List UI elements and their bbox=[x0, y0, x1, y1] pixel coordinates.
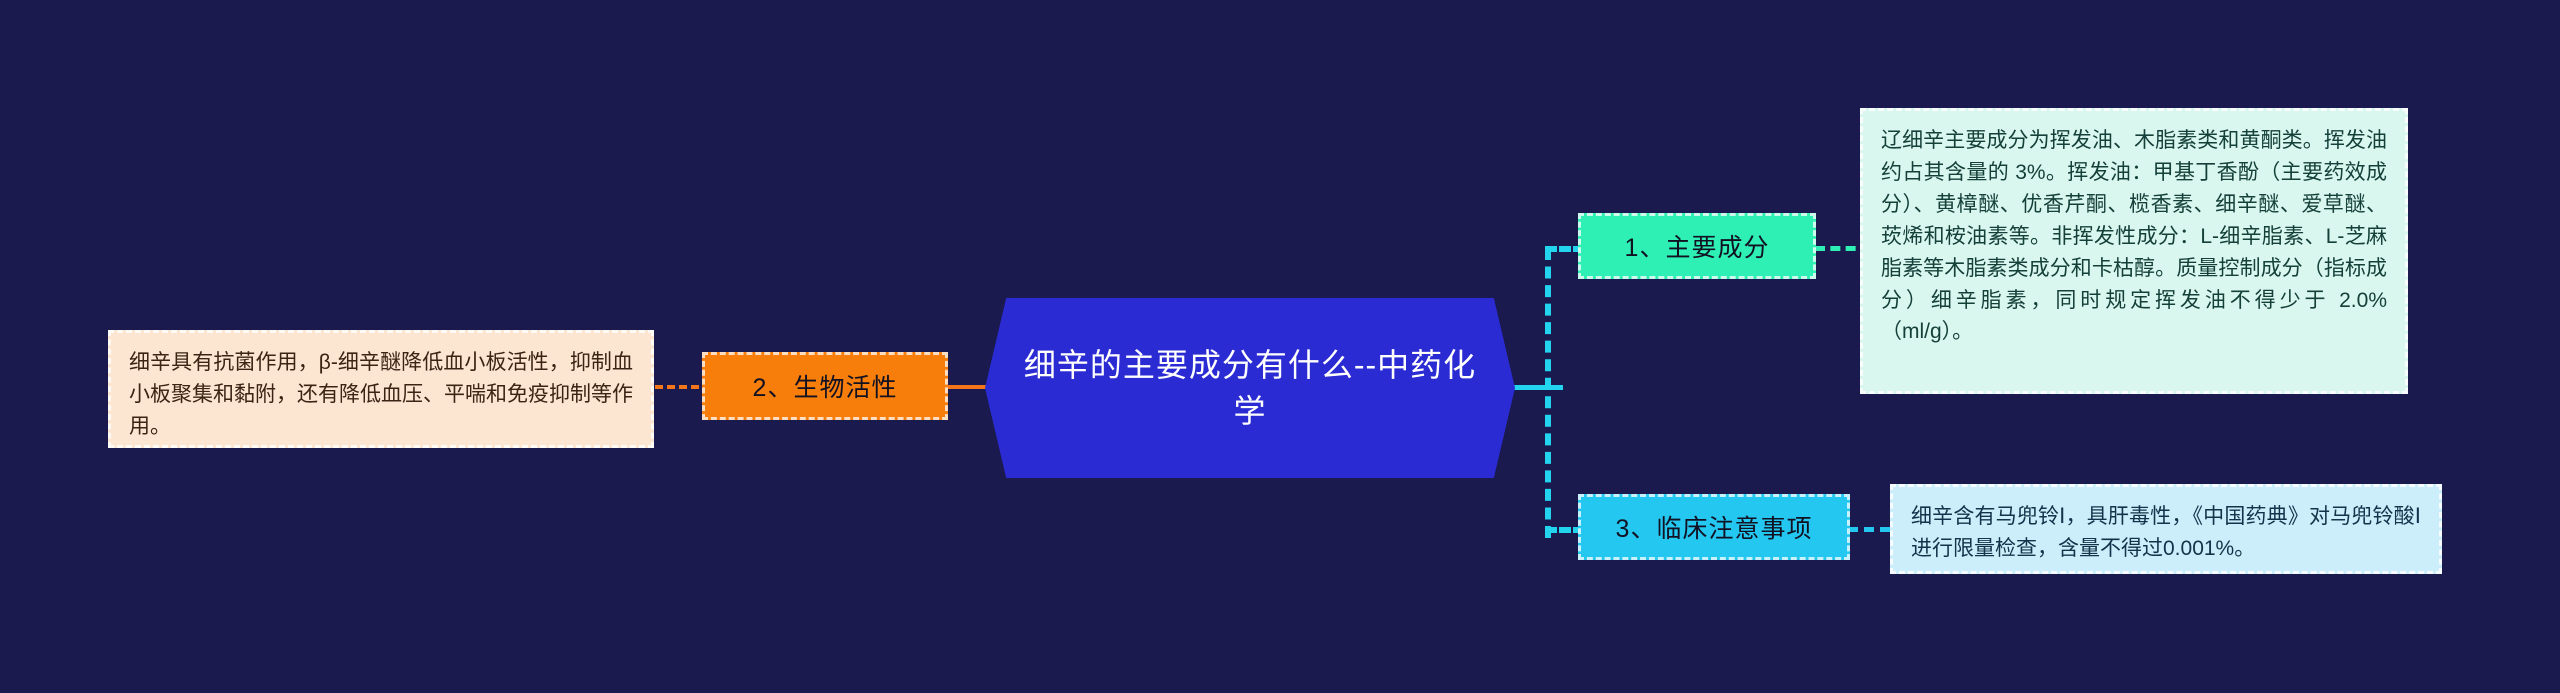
content-panel-clinical-notes: 细辛含有马兜铃Ⅰ，具肝毒性，《中国药典》对马兜铃酸Ⅰ进行限量检查，含量不得过0.… bbox=[1890, 484, 2442, 574]
branch-node-clinical-notes[interactable]: 3、临床注意事项 bbox=[1578, 494, 1850, 560]
connector-clinical-notes-to-panel bbox=[1848, 527, 1890, 532]
central-node[interactable]: 细辛的主要成分有什么--中药化学 bbox=[985, 298, 1515, 478]
connector-right-spine bbox=[1545, 248, 1551, 538]
branch-node-clinical-notes-label: 3、临床注意事项 bbox=[1615, 515, 1813, 543]
content-panel-main-components: 辽细辛主要成分为挥发油、木脂素类和黄酮类。挥发油约占其含量的 3%。挥发油：甲基… bbox=[1860, 108, 2408, 394]
branch-node-biological-activity-label: 2、生物活性 bbox=[752, 374, 898, 402]
central-node-label: 细辛的主要成分有什么--中药化学 bbox=[1023, 346, 1477, 429]
content-panel-biological-activity: 细辛具有抗菌作用，β-细辛醚降低血小板活性，抑制血小板聚集和黏附，还有降低血压、… bbox=[108, 330, 654, 448]
branch-node-biological-activity[interactable]: 2、生物活性 bbox=[702, 352, 948, 420]
connector-main-components-to-panel bbox=[1815, 246, 1871, 251]
branch-node-main-components[interactable]: 1、主要成分 bbox=[1578, 213, 1816, 279]
connector-spine-to-clinical-notes bbox=[1545, 527, 1585, 533]
connector-left-panel-to-biological-activity bbox=[655, 385, 711, 389]
connector-spine-to-main-components bbox=[1545, 246, 1585, 252]
connector-central-to-right-spine bbox=[1513, 385, 1563, 390]
connector-biological-activity-to-central bbox=[945, 385, 1005, 389]
branch-node-main-components-label: 1、主要成分 bbox=[1624, 234, 1770, 262]
